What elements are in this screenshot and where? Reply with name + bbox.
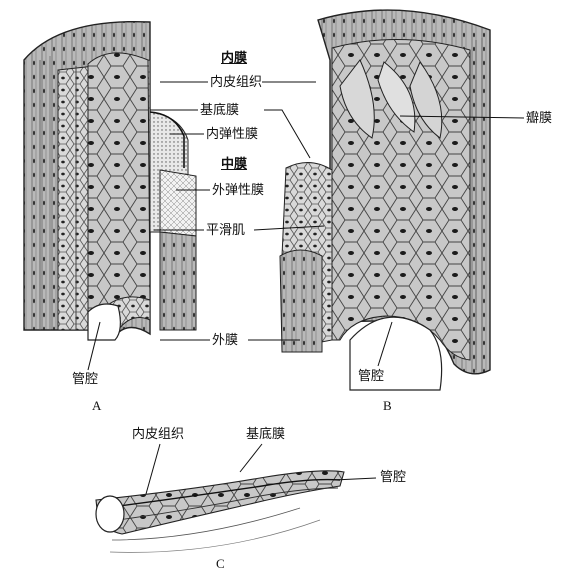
leader-lumen-b	[377, 321, 393, 367]
panel-label-c: C	[216, 556, 225, 571]
label-c-lumen: 管腔	[380, 470, 407, 485]
panel-label-a: A	[92, 398, 102, 413]
label-basement-membrane: 基底膜	[200, 103, 240, 118]
label-smooth-muscle: 平滑肌	[206, 223, 246, 238]
leader-c-basement	[239, 443, 263, 473]
label-c-endothelium: 内皮组织	[132, 427, 185, 442]
label-media: 中膜	[221, 157, 248, 172]
leader-c-lumen	[333, 477, 377, 481]
vessel-a	[23, 20, 197, 341]
leader-basement-b	[264, 109, 311, 159]
leader-smooth-muscle-b	[253, 225, 325, 231]
label-external-elastic: 外弹性膜	[212, 183, 265, 198]
label-internal-elastic: 内弹性膜	[206, 127, 259, 142]
label-endothelium: 内皮组织	[210, 75, 263, 90]
label-lumen-b: 管腔	[358, 369, 385, 384]
label-intima: 内膜	[221, 51, 248, 66]
label-valve: 瓣膜	[526, 111, 553, 126]
label-adventitia: 外膜	[212, 333, 239, 348]
leader-valve	[399, 115, 525, 119]
vessel-c	[95, 470, 345, 553]
panel-label-b: B	[383, 398, 392, 413]
label-c-basement: 基底膜	[246, 427, 286, 442]
leader-c-endothelium	[145, 443, 161, 495]
label-lumen-a: 管腔	[72, 372, 99, 387]
vessel-b	[279, 9, 491, 391]
leader-lines	[87, 81, 525, 495]
leader-lumen-a	[87, 321, 101, 371]
